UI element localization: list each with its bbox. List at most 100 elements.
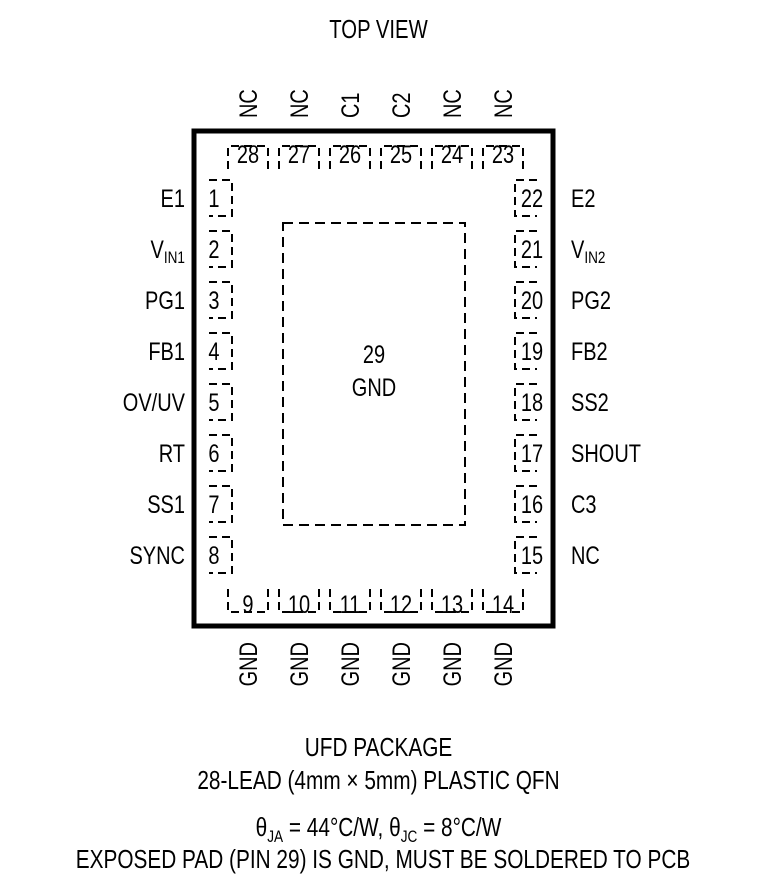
pin-5-number: 5 [208,389,219,417]
exposed-pad-label: GND [352,374,396,402]
pin-11-label: GND [337,642,365,686]
pin-17-label: SHOUT [571,440,641,468]
pin-7-label: SS1 [147,491,185,519]
pin-25-label: C2 [388,92,416,118]
pin-26-label: C1 [337,92,365,118]
pin-6-pad [209,434,233,472]
exposed-pad-number: 29 [363,341,385,369]
pin-4-pad [209,332,233,370]
pin-6-label: RT [159,440,185,468]
pin-5-label: OV/UV [123,389,185,417]
exposed-pad [282,222,466,526]
pin-11-number: 11 [340,591,361,619]
pin-26-number: 26 [339,141,361,169]
pin-9-label: GND [235,642,263,686]
pins-group: 1 E1 2 VIN1 3 PG1 4 FB1 5 OV/UV 6 RT 7 SS1 8 SYNC 22 E2 21… [123,89,641,686]
pin-4-label: FB1 [148,338,185,366]
theta-jc-subscript: JC [400,827,418,847]
theta-ja-subscript: JA [267,827,284,847]
pin-27-number: 27 [288,141,310,169]
exposed-pad-note: EXPOSED PAD (PIN 29) IS GND, MUST BE SOL… [75,844,691,874]
pin-21-label: VIN2 [571,236,605,268]
theta-ja-symbol: θ [255,812,268,842]
pin-17-pad [514,434,537,472]
theta-ja-value: = 44°C/W, [283,812,390,842]
pin-17-number: 17 [521,440,543,468]
pin-28-label: NC [235,89,263,118]
pin-20-label: PG2 [571,287,611,315]
pin-22-label: E2 [571,185,595,213]
pin-16-label: C3 [571,491,597,519]
pin-22-number: 22 [521,185,543,213]
pin-15-label: NC [571,542,600,570]
pin-23-number: 23 [492,141,514,169]
pin-12-label: GND [388,642,416,686]
pin-22-pad [514,179,537,217]
pin-28-pad [227,145,269,169]
pin-18-label: SS2 [571,389,609,417]
pin-19-number: 19 [521,338,543,366]
pin-28-number: 28 [237,141,259,169]
pin-24-number: 24 [441,141,463,169]
pin-12-number: 12 [390,591,412,619]
pin-20-pad [514,281,537,319]
pin-8-number: 8 [208,542,219,570]
pin-19-label: FB2 [571,338,608,366]
pin-13-label: GND [439,642,467,686]
pin-8-pad [209,536,233,574]
pin-21-number: 21 [521,236,543,264]
pin-3-label: PG1 [145,287,185,315]
pin-2-label: VIN1 [151,236,185,268]
pin-2-number: 2 [208,236,219,264]
pin-23-label: NC [490,89,518,118]
pin-4-number: 4 [208,338,219,366]
pin-14-number: 14 [492,591,514,619]
pin-25-pad [380,145,422,169]
pin-9-number: 9 [242,591,253,619]
pin-16-number: 16 [521,491,543,519]
pin-1-label: E1 [161,185,185,213]
pin-8-label: SYNC [129,542,185,570]
pin-27-label: NC [286,89,314,118]
pin-14-pad [482,589,524,613]
pin-15-number: 15 [521,542,543,570]
package-outline [191,128,556,629]
pin-24-label: NC [439,89,467,118]
pin-13-number: 13 [441,591,463,619]
pin-1-number: 1 [208,185,219,213]
pin-10-pad [278,589,320,613]
pin-10-number: 10 [288,591,310,619]
pin-6-number: 6 [208,440,219,468]
pin-18-number: 18 [521,389,543,417]
theta-jc-symbol: θ [389,812,401,842]
pin-23-pad [482,145,524,169]
thermal-resistance: θJA = 44°C/W, θJC = 8°C/W [76,812,682,847]
pin-20-number: 20 [521,287,543,315]
package-description: 28-LEAD (4mm × 5mm) PLASTIC QFN [197,765,560,795]
package-name: UFD PACKAGE [304,732,453,762]
pin-21-pad [514,230,537,268]
pin-9-pad [227,589,269,613]
pin-10-label: GND [286,642,314,686]
pin-3-number: 3 [208,287,219,315]
pin-16-pad [514,485,537,523]
pin-18-pad [514,383,537,421]
pin-12-pad [380,589,422,613]
pin-19-pad [514,332,537,370]
theta-jc-value: = 8°C/W [417,812,502,842]
pin-11-pad [329,589,371,613]
pin-26-pad [329,145,371,169]
pin-7-number: 7 [208,491,219,519]
pin-2-pad [209,230,233,268]
pin-14-label: GND [490,642,518,686]
pin-24-pad [431,145,473,169]
pin-15-pad [514,536,537,574]
pin-25-number: 25 [390,141,412,169]
pin-27-pad [278,145,320,169]
pin-7-pad [209,485,233,523]
pin-13-pad [431,589,473,613]
pin-5-pad [209,383,233,421]
diagram-title: TOP VIEW [329,14,428,44]
pin-1-pad [209,179,233,217]
